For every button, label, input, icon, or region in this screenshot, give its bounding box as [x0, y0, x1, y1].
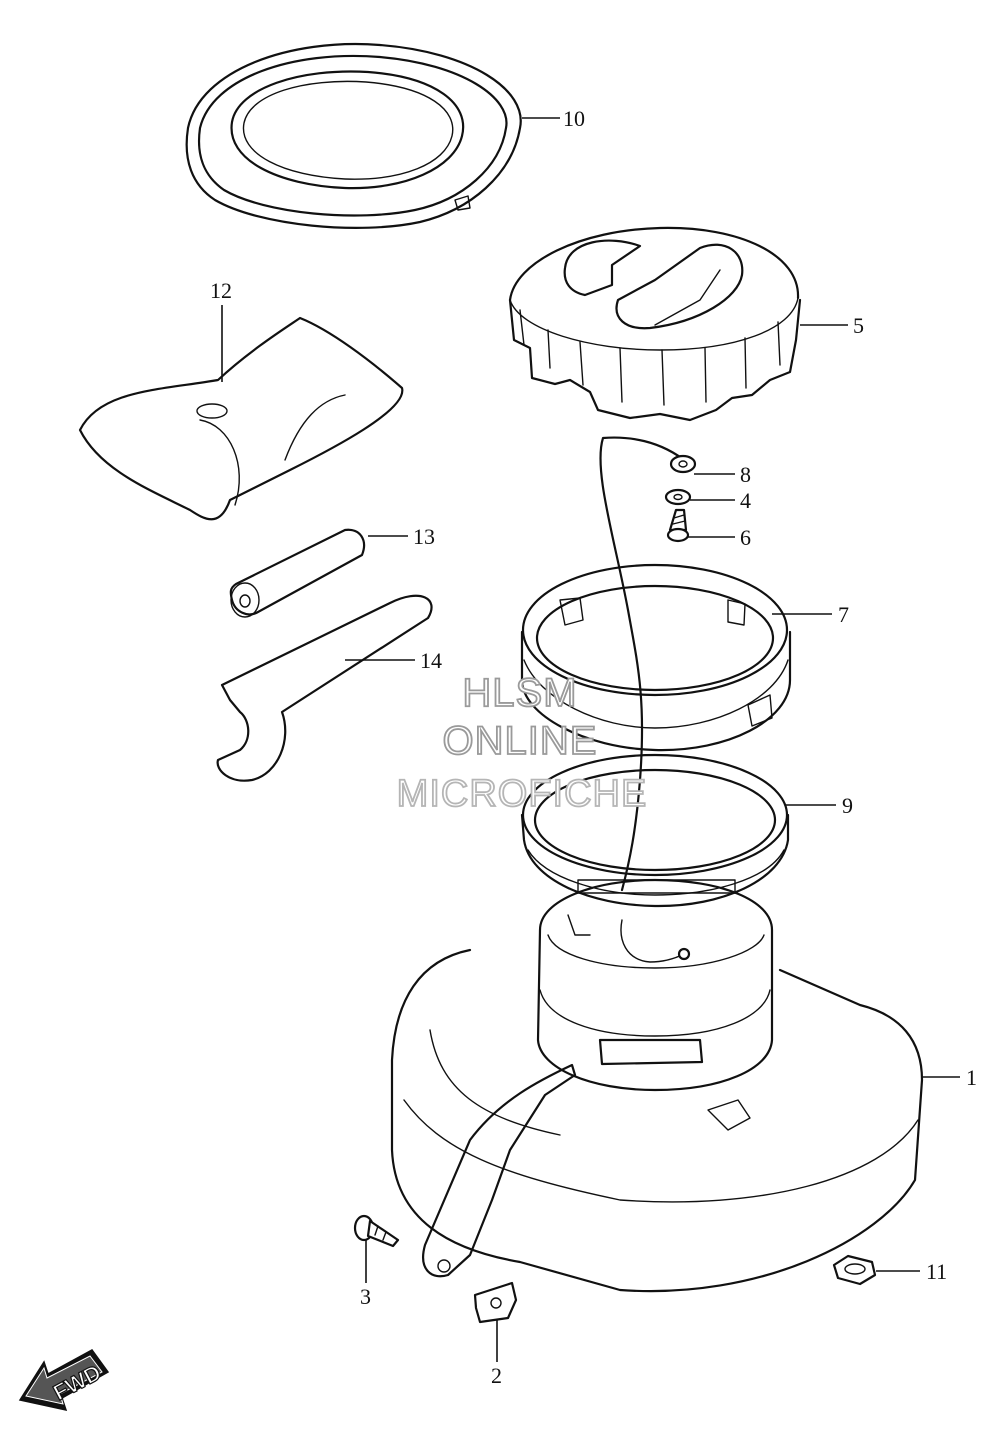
callout-10: 10: [563, 106, 585, 131]
callout-11: 11: [926, 1259, 947, 1284]
part-4-washer: [664, 488, 692, 506]
leader-lines: [221, 117, 960, 1362]
part-14-wrench: [216, 594, 433, 782]
part-13-cylinder: [229, 528, 366, 618]
callout-3: 3: [360, 1284, 371, 1309]
part-6-screw: [666, 508, 690, 543]
callout-5: 5: [853, 313, 864, 338]
watermark-line-1: HLSM: [462, 671, 577, 715]
callout-13: 13: [413, 524, 435, 549]
callout-8: 8: [740, 462, 751, 487]
part-2-clip: [473, 1281, 518, 1324]
watermark-line-3: MICROFICHE: [397, 773, 648, 815]
part-11-grommet: [832, 1254, 877, 1286]
callout-12: 12: [210, 278, 232, 303]
watermark: HLSM ONLINE MICROFICHE: [396, 670, 648, 816]
callout-2: 2: [491, 1363, 502, 1388]
watermark-line-2: ONLINE: [443, 719, 598, 763]
callout-labels: 10 5 8 4 6 7 9 1 11 12 13 14 3 2: [210, 106, 977, 1388]
callout-6: 6: [740, 525, 751, 550]
fwd-direction-marker: FWD: [18, 1349, 110, 1412]
part-12-bag: [78, 316, 404, 521]
callout-9: 9: [842, 793, 853, 818]
callout-1: 1: [966, 1065, 977, 1090]
part-5-fuel-cap: [508, 226, 802, 422]
callout-14: 14: [420, 648, 442, 673]
part-3-screw: [353, 1214, 400, 1248]
part-9-seal-ring: [520, 753, 790, 908]
callout-4: 4: [740, 488, 751, 513]
part-10-gasket: [185, 43, 522, 229]
part-7-retaining-ring: [520, 563, 792, 752]
part-8-ring-terminal: [669, 454, 697, 474]
part-1-fuel-tank: [390, 878, 924, 1293]
callout-7: 7: [838, 602, 849, 627]
tether-strap: [599, 436, 691, 963]
